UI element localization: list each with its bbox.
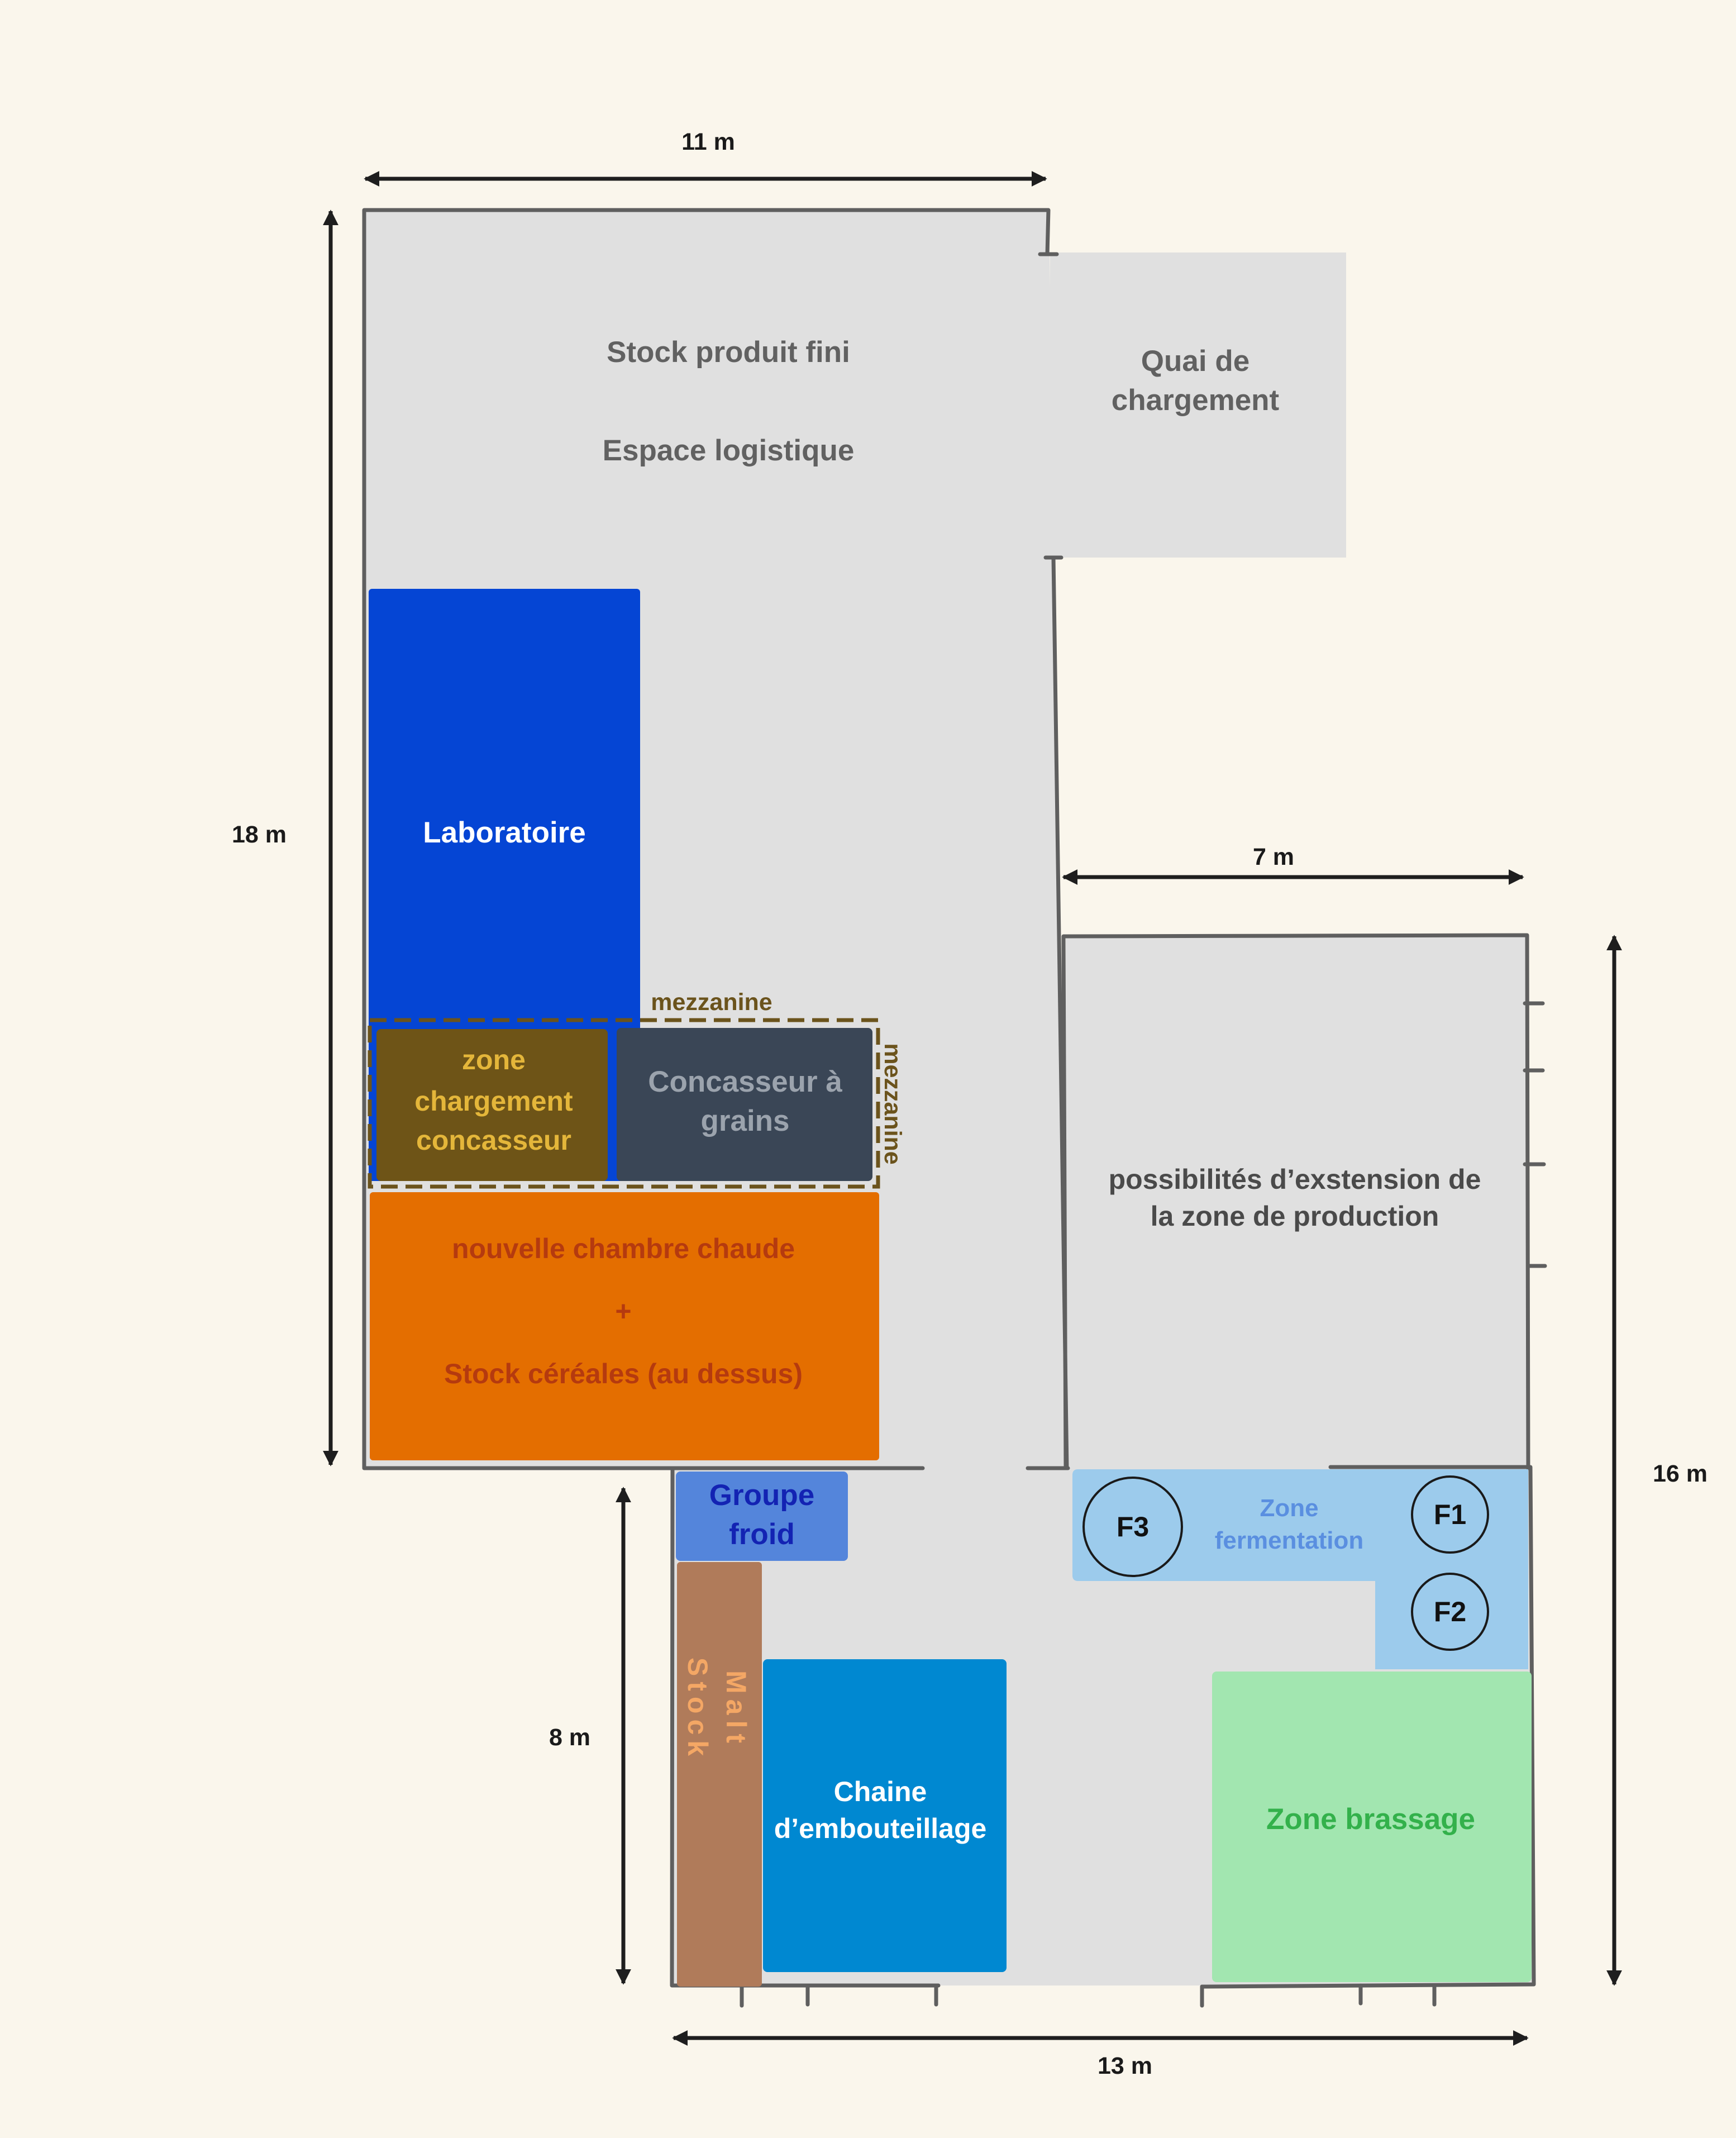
label-brassage: Zone brassage bbox=[1266, 1803, 1475, 1836]
label-quai-1: Quai de bbox=[1141, 345, 1249, 378]
walls bbox=[362, 208, 1547, 2008]
label-embouteillage-2: d’embouteillage bbox=[774, 1813, 987, 1844]
dim-bottom-height: 8 m bbox=[549, 1724, 590, 1751]
chambre-chaude-room bbox=[370, 1192, 879, 1460]
extension-floor bbox=[1066, 936, 1528, 1468]
label-chambre-2: Stock céréales (au dessus) bbox=[444, 1358, 803, 1389]
label-laboratoire: Laboratoire bbox=[423, 816, 586, 849]
dim-top-width: 11 m bbox=[681, 128, 735, 155]
label-chambre-1: nouvelle chambre chaude bbox=[452, 1233, 795, 1264]
production-wall-right bbox=[1200, 1465, 1536, 1989]
dim-right-height: 16 m bbox=[1653, 1460, 1708, 1487]
embouteillage-room bbox=[763, 1659, 1007, 1972]
zone-chargement-room bbox=[376, 1029, 608, 1181]
label-malt-vertical: Malt bbox=[721, 1670, 752, 1749]
label-zone-chargement-1: zone bbox=[462, 1044, 526, 1075]
dim-left-height: 18 m bbox=[232, 821, 287, 848]
dim-bottom-width: 13 m bbox=[1098, 2053, 1152, 2079]
label-f1: F1 bbox=[1434, 1499, 1466, 1530]
label-fermentation-2: fermentation bbox=[1215, 1527, 1363, 1554]
dimension-arrows bbox=[323, 171, 1622, 2046]
concasseur-room bbox=[617, 1028, 872, 1181]
groupe-froid-room bbox=[676, 1472, 848, 1561]
stock-malt-room bbox=[677, 1562, 762, 1987]
label-embouteillage-1: Chaine bbox=[834, 1776, 927, 1807]
label-f2: F2 bbox=[1434, 1596, 1466, 1627]
tank-f1-icon bbox=[1411, 1475, 1489, 1554]
label-concasseur-2: grains bbox=[700, 1104, 789, 1137]
label-mezzanine-top: mezzanine bbox=[651, 989, 772, 1016]
label-stock-vertical: Stock bbox=[682, 1658, 713, 1761]
label-fermentation-1: Zone bbox=[1260, 1494, 1318, 1522]
label-quai-2: chargement bbox=[1112, 384, 1279, 417]
label-zone-chargement-3: concasseur bbox=[416, 1125, 571, 1156]
label-groupe-froid-2: froid bbox=[729, 1518, 795, 1551]
label-extension-1: possibilités d’exstension de bbox=[1109, 1164, 1481, 1195]
quai-floor bbox=[1050, 253, 1346, 558]
label-groupe-froid-1: Groupe bbox=[709, 1479, 814, 1512]
tank-f2-icon bbox=[1411, 1573, 1489, 1651]
main-wall-outline bbox=[362, 208, 1051, 1470]
rooms bbox=[368, 589, 1532, 1987]
label-concasseur-1: Concasseur à bbox=[648, 1065, 842, 1098]
label-stock-produit-fini: Stock produit fini bbox=[607, 336, 850, 369]
label-extension-2: la zone de production bbox=[1151, 1201, 1439, 1232]
brassage-room bbox=[1212, 1672, 1532, 1982]
tank-f3-icon bbox=[1082, 1477, 1183, 1577]
label-chambre-plus: + bbox=[615, 1296, 631, 1327]
label-zone-chargement-2: chargement bbox=[414, 1085, 573, 1117]
room-labels: Stock produit fini Espace logistique Qua… bbox=[414, 336, 1481, 1844]
label-espace-logistique: Espace logistique bbox=[603, 434, 855, 467]
label-mezzanine-side: mezzanine bbox=[879, 1043, 906, 1164]
fermentation-room bbox=[1072, 1469, 1528, 1669]
dim-ext-width: 7 m bbox=[1253, 844, 1294, 870]
mezzanine-outline bbox=[368, 1018, 880, 1189]
label-f3: F3 bbox=[1117, 1511, 1149, 1542]
dimension-labels: 11 m 18 m 7 m 16 m 8 m 13 m bbox=[232, 128, 1708, 2079]
extension-wall bbox=[1061, 933, 1530, 1470]
production-wall bbox=[670, 1466, 941, 1988]
